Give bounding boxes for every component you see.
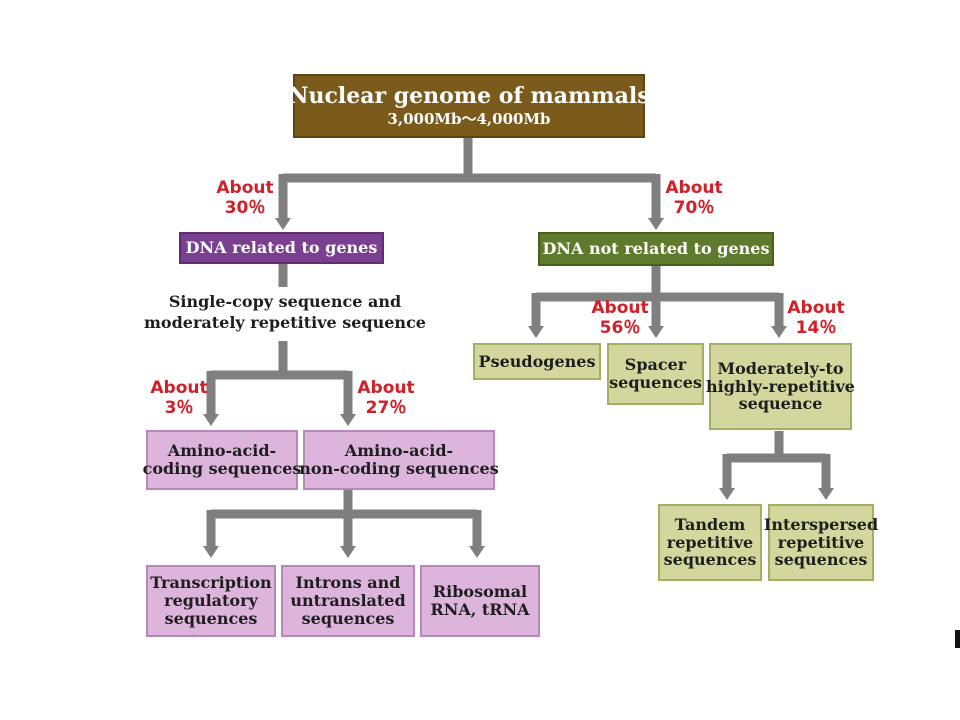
node-interspersed-repetitive: Interspersed repetitive sequences (764, 504, 878, 581)
percent-label-repetitive: About 14％ (787, 298, 845, 339)
connector-root (278, 138, 661, 220)
node-amino-acid-coding: Amino-acid- coding sequences (143, 430, 301, 490)
node-tandem-repetitive: Tandem repetitive sequences (658, 504, 762, 581)
arrowhead (818, 488, 834, 500)
node-single-copy-label: Single-copy sequence and moderately repe… (144, 292, 426, 332)
arrowhead (203, 546, 219, 558)
connector-right-grandchildren (722, 431, 831, 490)
arrowhead (648, 218, 664, 230)
connector-right-children (531, 266, 784, 328)
node-pseudogenes: Pseudogenes (473, 343, 601, 380)
node-dna-not-related-to-genes: DNA not related to genes (538, 232, 774, 266)
percent-label-coding: About 3％ (150, 378, 208, 419)
node-moderately-highly-repetitive: Moderately-to highly-repetitive sequence (706, 343, 855, 430)
percent-label-non-coding: About 27％ (357, 378, 415, 419)
arrowhead (275, 218, 291, 230)
node-ribosomal-rna: Ribosomal RNA, tRNA (420, 565, 540, 637)
percent-label-right: About 70％ (665, 178, 723, 219)
percent-label-left: About 30％ (216, 178, 274, 219)
arrowhead (203, 414, 219, 426)
node-introns-untranslated: Introns and untranslated sequences (281, 565, 415, 637)
percent-label-spacer: About 56％ (591, 298, 649, 339)
arrowhead (528, 326, 544, 338)
arrowhead (648, 326, 664, 338)
node-amino-acid-non-coding: Amino-acid- non-coding sequences (299, 430, 499, 490)
arrowhead (719, 488, 735, 500)
node-dna-related-to-genes: DNA related to genes (179, 232, 384, 264)
node-spacer-sequences: Spacer sequences (607, 343, 704, 405)
edge-artifact (955, 630, 960, 648)
arrowhead (340, 414, 356, 426)
root-size-range: 3,000Mb～4,000Mb (387, 109, 551, 128)
arrowhead (340, 546, 356, 558)
node-transcription-regulatory: Transcription regulatory sequences (146, 565, 276, 637)
arrowhead (771, 326, 787, 338)
arrowhead (469, 546, 485, 558)
connector-left-children (206, 341, 353, 416)
root-node: Nuclear genome of mammals 3,000Mb～4,000M… (288, 74, 650, 138)
root-title: Nuclear genome of mammals (288, 83, 650, 110)
connector-left-grandchildren (206, 490, 482, 548)
